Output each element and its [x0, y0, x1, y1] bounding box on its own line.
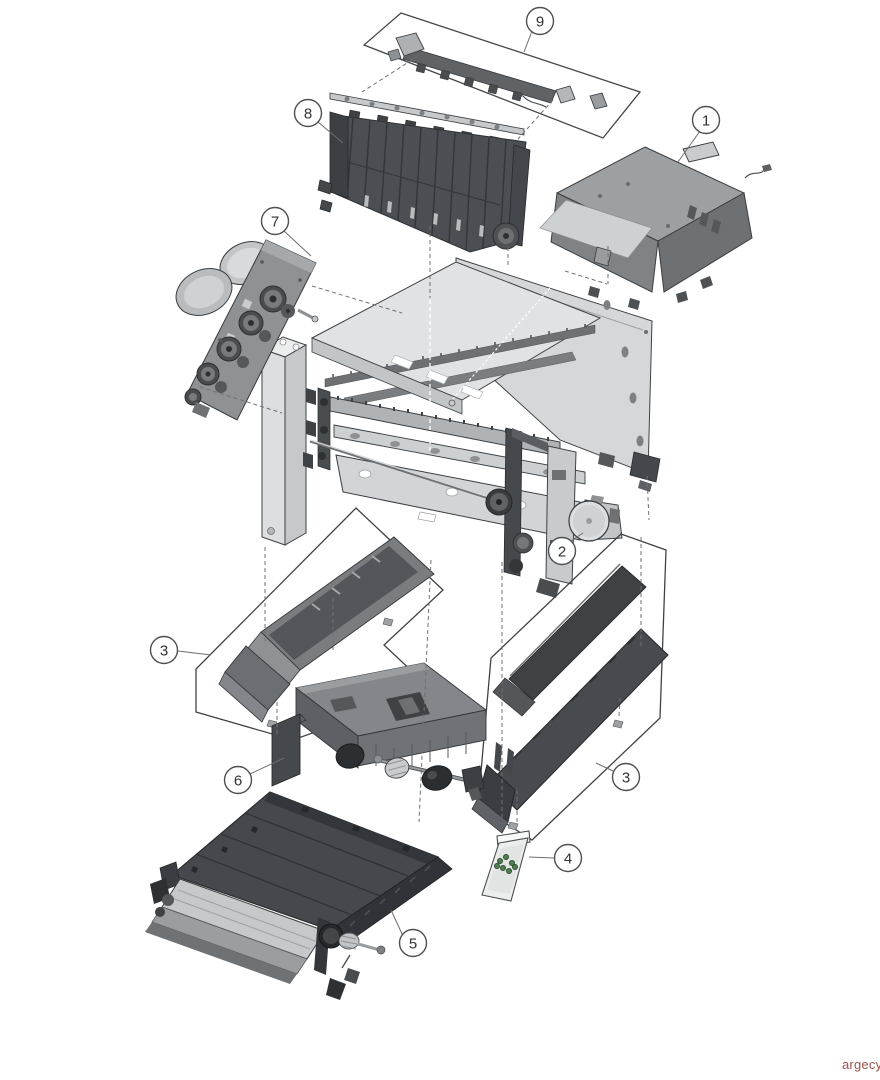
watermark: argecy — [842, 1057, 880, 1072]
callout-number: 3 — [622, 769, 630, 786]
callout-leader — [283, 230, 312, 257]
callout-circle — [398, 928, 428, 958]
callout-5: 5 — [390, 909, 428, 958]
part-9-bracket-a — [555, 85, 576, 104]
callout-circle — [223, 765, 253, 795]
callout-circle — [611, 762, 641, 792]
part-1-wire — [744, 169, 765, 179]
callout-2: 2 — [547, 532, 584, 566]
callout-7: 7 — [260, 206, 312, 257]
callout-number: 4 — [564, 850, 572, 867]
callout-number: 1 — [702, 112, 710, 129]
callout-9: 9 — [523, 6, 555, 53]
callout-number: 6 — [234, 772, 242, 789]
part-9-guide-rail-group — [362, 12, 642, 139]
callout-number: 8 — [304, 105, 312, 122]
callout-circle — [691, 105, 721, 135]
callout-number: 5 — [409, 935, 417, 952]
part-6-left-block — [271, 713, 301, 787]
callout-circle — [260, 206, 290, 236]
assembly-dashed-lines-light — [429, 272, 564, 452]
callout-3: 3 — [595, 762, 641, 792]
callout-number: 7 — [271, 213, 279, 230]
callout-leader — [249, 757, 285, 775]
assembly-dashed-lines — [199, 55, 650, 824]
callout-number: 3 — [160, 642, 168, 659]
callout-1: 1 — [677, 105, 721, 163]
part-3-right-outline — [477, 533, 667, 841]
part-4-screws — [493, 854, 519, 875]
part-6-pick-roller-left — [335, 743, 365, 769]
part-2-motor — [568, 495, 623, 542]
part-6-feed-assembly — [271, 662, 488, 801]
part-9-wire — [522, 95, 547, 108]
callout-8: 8 — [293, 98, 344, 144]
callout-leader — [177, 650, 212, 656]
callout-number: 2 — [558, 543, 566, 560]
callout-leader — [523, 30, 533, 53]
callout-leader — [677, 130, 701, 163]
part-7-drive-gearbox — [175, 239, 319, 421]
callout-leader — [317, 121, 344, 144]
callout-3: 3 — [149, 635, 212, 665]
callout-leader — [595, 762, 614, 772]
frame-left-column-side — [284, 344, 307, 546]
callout-circle — [553, 843, 583, 873]
callout-leader — [390, 909, 404, 937]
part-6-pick-roller-right — [421, 765, 453, 791]
callout-circle — [547, 536, 577, 566]
main-frame — [260, 257, 661, 598]
part-3-right-duct-group — [471, 533, 669, 841]
part-4-screw-pack — [481, 830, 531, 902]
part-8-fuser-assembly — [317, 92, 531, 253]
part-9-bracket-b — [589, 92, 608, 110]
callout-leader — [528, 856, 555, 859]
callout-leader — [570, 532, 584, 542]
part-5-transfer-belt-unit — [145, 791, 453, 1000]
part-1-top-cover-assembly — [539, 141, 772, 310]
callout-circle — [149, 635, 179, 665]
frame-left-column-front — [261, 348, 286, 546]
callout-circle — [293, 98, 323, 128]
callouts-layer: 1 2 3 3 4 5 6 7 8 9 — [149, 6, 721, 958]
callout-circle — [525, 6, 555, 36]
callout-4: 4 — [528, 843, 583, 873]
part-1-handle — [682, 141, 720, 163]
callout-6: 6 — [223, 757, 285, 795]
callout-number: 9 — [536, 13, 544, 30]
deck-screw — [448, 399, 456, 407]
